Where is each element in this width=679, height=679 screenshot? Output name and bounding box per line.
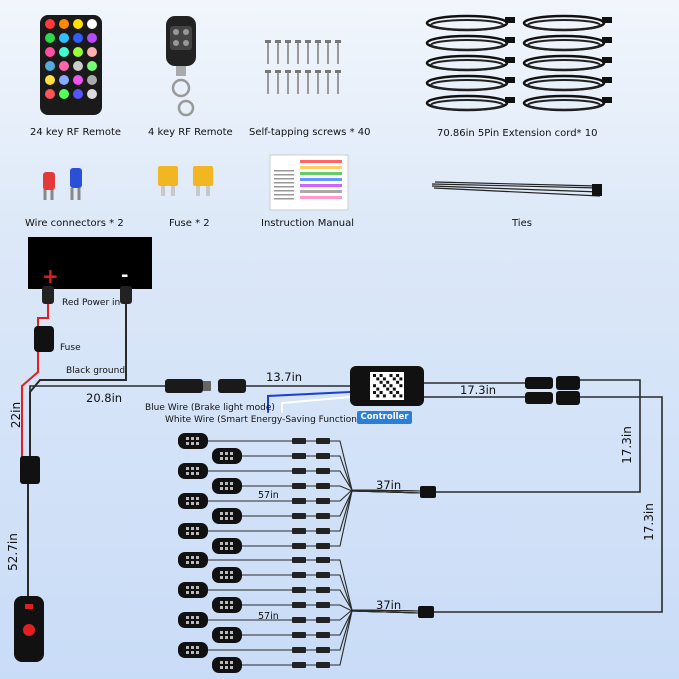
remote-4key-icon (166, 16, 196, 117)
black-ground-label: Black ground (66, 366, 126, 376)
dim-17-3-top: 17.3in (460, 383, 497, 397)
wire-connector-icon (43, 168, 82, 200)
dim-37-b: 37in (376, 598, 402, 612)
fuse-icon (158, 166, 213, 196)
splitter-junction-bottom (418, 606, 434, 618)
dim-57-a: 57in (258, 490, 279, 501)
rock-light-pods (178, 433, 421, 673)
remote4-label: 4 key RF Remote (148, 127, 233, 138)
manual-label: Instruction Manual (261, 218, 355, 229)
screws-icon (265, 40, 341, 94)
remote24-label: 24 key RF Remote (30, 127, 122, 138)
inline-connector-icon (20, 456, 40, 484)
switch-icon (14, 596, 44, 662)
extension-connector-icon (525, 376, 580, 405)
dim-57-b: 57in (258, 611, 279, 622)
white-wire-label: White Wire (Smart Energy-Saving Function… (165, 415, 361, 425)
battery-icon (28, 237, 152, 289)
manual-icon (269, 154, 349, 211)
extension-label: 70.86in 5Pin Extension cord* 10 (437, 128, 598, 139)
extension-cord-icon (425, 14, 612, 112)
controller-label: Controller (357, 411, 412, 424)
battery-minus: - (121, 265, 129, 286)
wire-connectors-label: Wire connectors * 2 (25, 218, 124, 229)
splitter-junction-top (420, 486, 436, 498)
inline-fuse-icon (34, 326, 54, 352)
screws-label: Self-tapping screws * 40 (249, 127, 371, 138)
plug-connector-icon (165, 379, 246, 393)
fuse-wire-label: Fuse (60, 343, 81, 353)
dim-52-7: 52.7in (5, 533, 20, 571)
ties-label: Ties (512, 218, 532, 229)
dim-22: 22in (9, 401, 24, 429)
dim-37-a: 37in (376, 478, 402, 492)
battery-plus: + (42, 264, 59, 288)
dim-20-8: 20.8in (86, 391, 123, 405)
controller-box-icon (350, 366, 424, 406)
dim-13-7: 13.7in (266, 370, 303, 384)
remote-24key-icon (40, 15, 102, 115)
red-power-label: Red Power in (62, 298, 121, 308)
dim-17-3-far: 17.3in (641, 503, 656, 541)
dim-17-3-right: 17.3in (619, 426, 634, 464)
ties-icon (431, 181, 602, 197)
blue-wire-label: Blue Wire (Brake light mode) (145, 403, 275, 413)
fuse-label: Fuse * 2 (169, 218, 210, 229)
